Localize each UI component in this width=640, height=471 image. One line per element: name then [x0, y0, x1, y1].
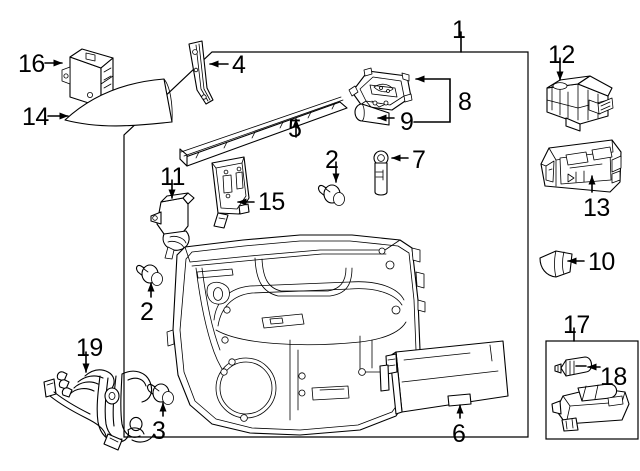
part-10-trim-end-cover	[539, 250, 573, 278]
callout-6[interactable]: 6	[452, 420, 466, 448]
leader-lines	[44, 31, 601, 419]
part-16-door-module	[61, 48, 114, 108]
callout-5[interactable]: 5	[288, 115, 302, 143]
part-19-wire-harness	[43, 369, 155, 451]
part-17-lamp-assembly-box	[545, 340, 639, 440]
callout-2-lower[interactable]: 2	[140, 298, 154, 326]
callout-11[interactable]: 11	[160, 163, 185, 191]
part-14-trim-garnish	[64, 78, 173, 127]
callout-18[interactable]: 18	[600, 363, 627, 391]
leader-8-upper	[415, 75, 451, 102]
callout-4[interactable]: 4	[232, 51, 246, 79]
part-12-switch-connector-block	[546, 75, 614, 132]
leader-8-lower	[413, 100, 451, 123]
callout-8[interactable]: 8	[458, 88, 472, 116]
callout-1[interactable]: 1	[452, 16, 466, 44]
callout-9[interactable]: 9	[400, 108, 414, 136]
callout-7[interactable]: 7	[412, 146, 426, 174]
callout-2-upper[interactable]: 2	[325, 146, 339, 174]
callout-13[interactable]: 13	[583, 194, 610, 222]
part-2-clip-lower	[136, 264, 163, 286]
part-13-power-window-switch	[540, 139, 622, 193]
part-2-clip-upper	[318, 184, 345, 206]
part-8-armrest-bracket	[348, 67, 413, 112]
callout-14[interactable]: 14	[22, 103, 49, 131]
part-17-lamp-housing	[551, 383, 630, 432]
part-6-lower-trim-cover	[379, 340, 509, 415]
part-4-reinforcement-bracket	[188, 40, 214, 105]
part-3-clip	[147, 383, 174, 405]
callout-15[interactable]: 15	[258, 188, 285, 216]
callout-17[interactable]: 17	[563, 311, 590, 339]
callout-12[interactable]: 12	[548, 41, 575, 69]
part-7-bolt	[373, 150, 389, 196]
part-15-mounting-bracket	[211, 156, 250, 229]
door-trim-panel-body	[166, 234, 426, 436]
part-11-lock-actuator	[150, 192, 195, 260]
callout-19[interactable]: 19	[76, 334, 103, 362]
callout-10[interactable]: 10	[588, 248, 615, 276]
callout-3[interactable]: 3	[152, 417, 166, 445]
callout-16[interactable]: 16	[18, 50, 45, 78]
part-5-belt-weatherstrip	[179, 96, 348, 167]
